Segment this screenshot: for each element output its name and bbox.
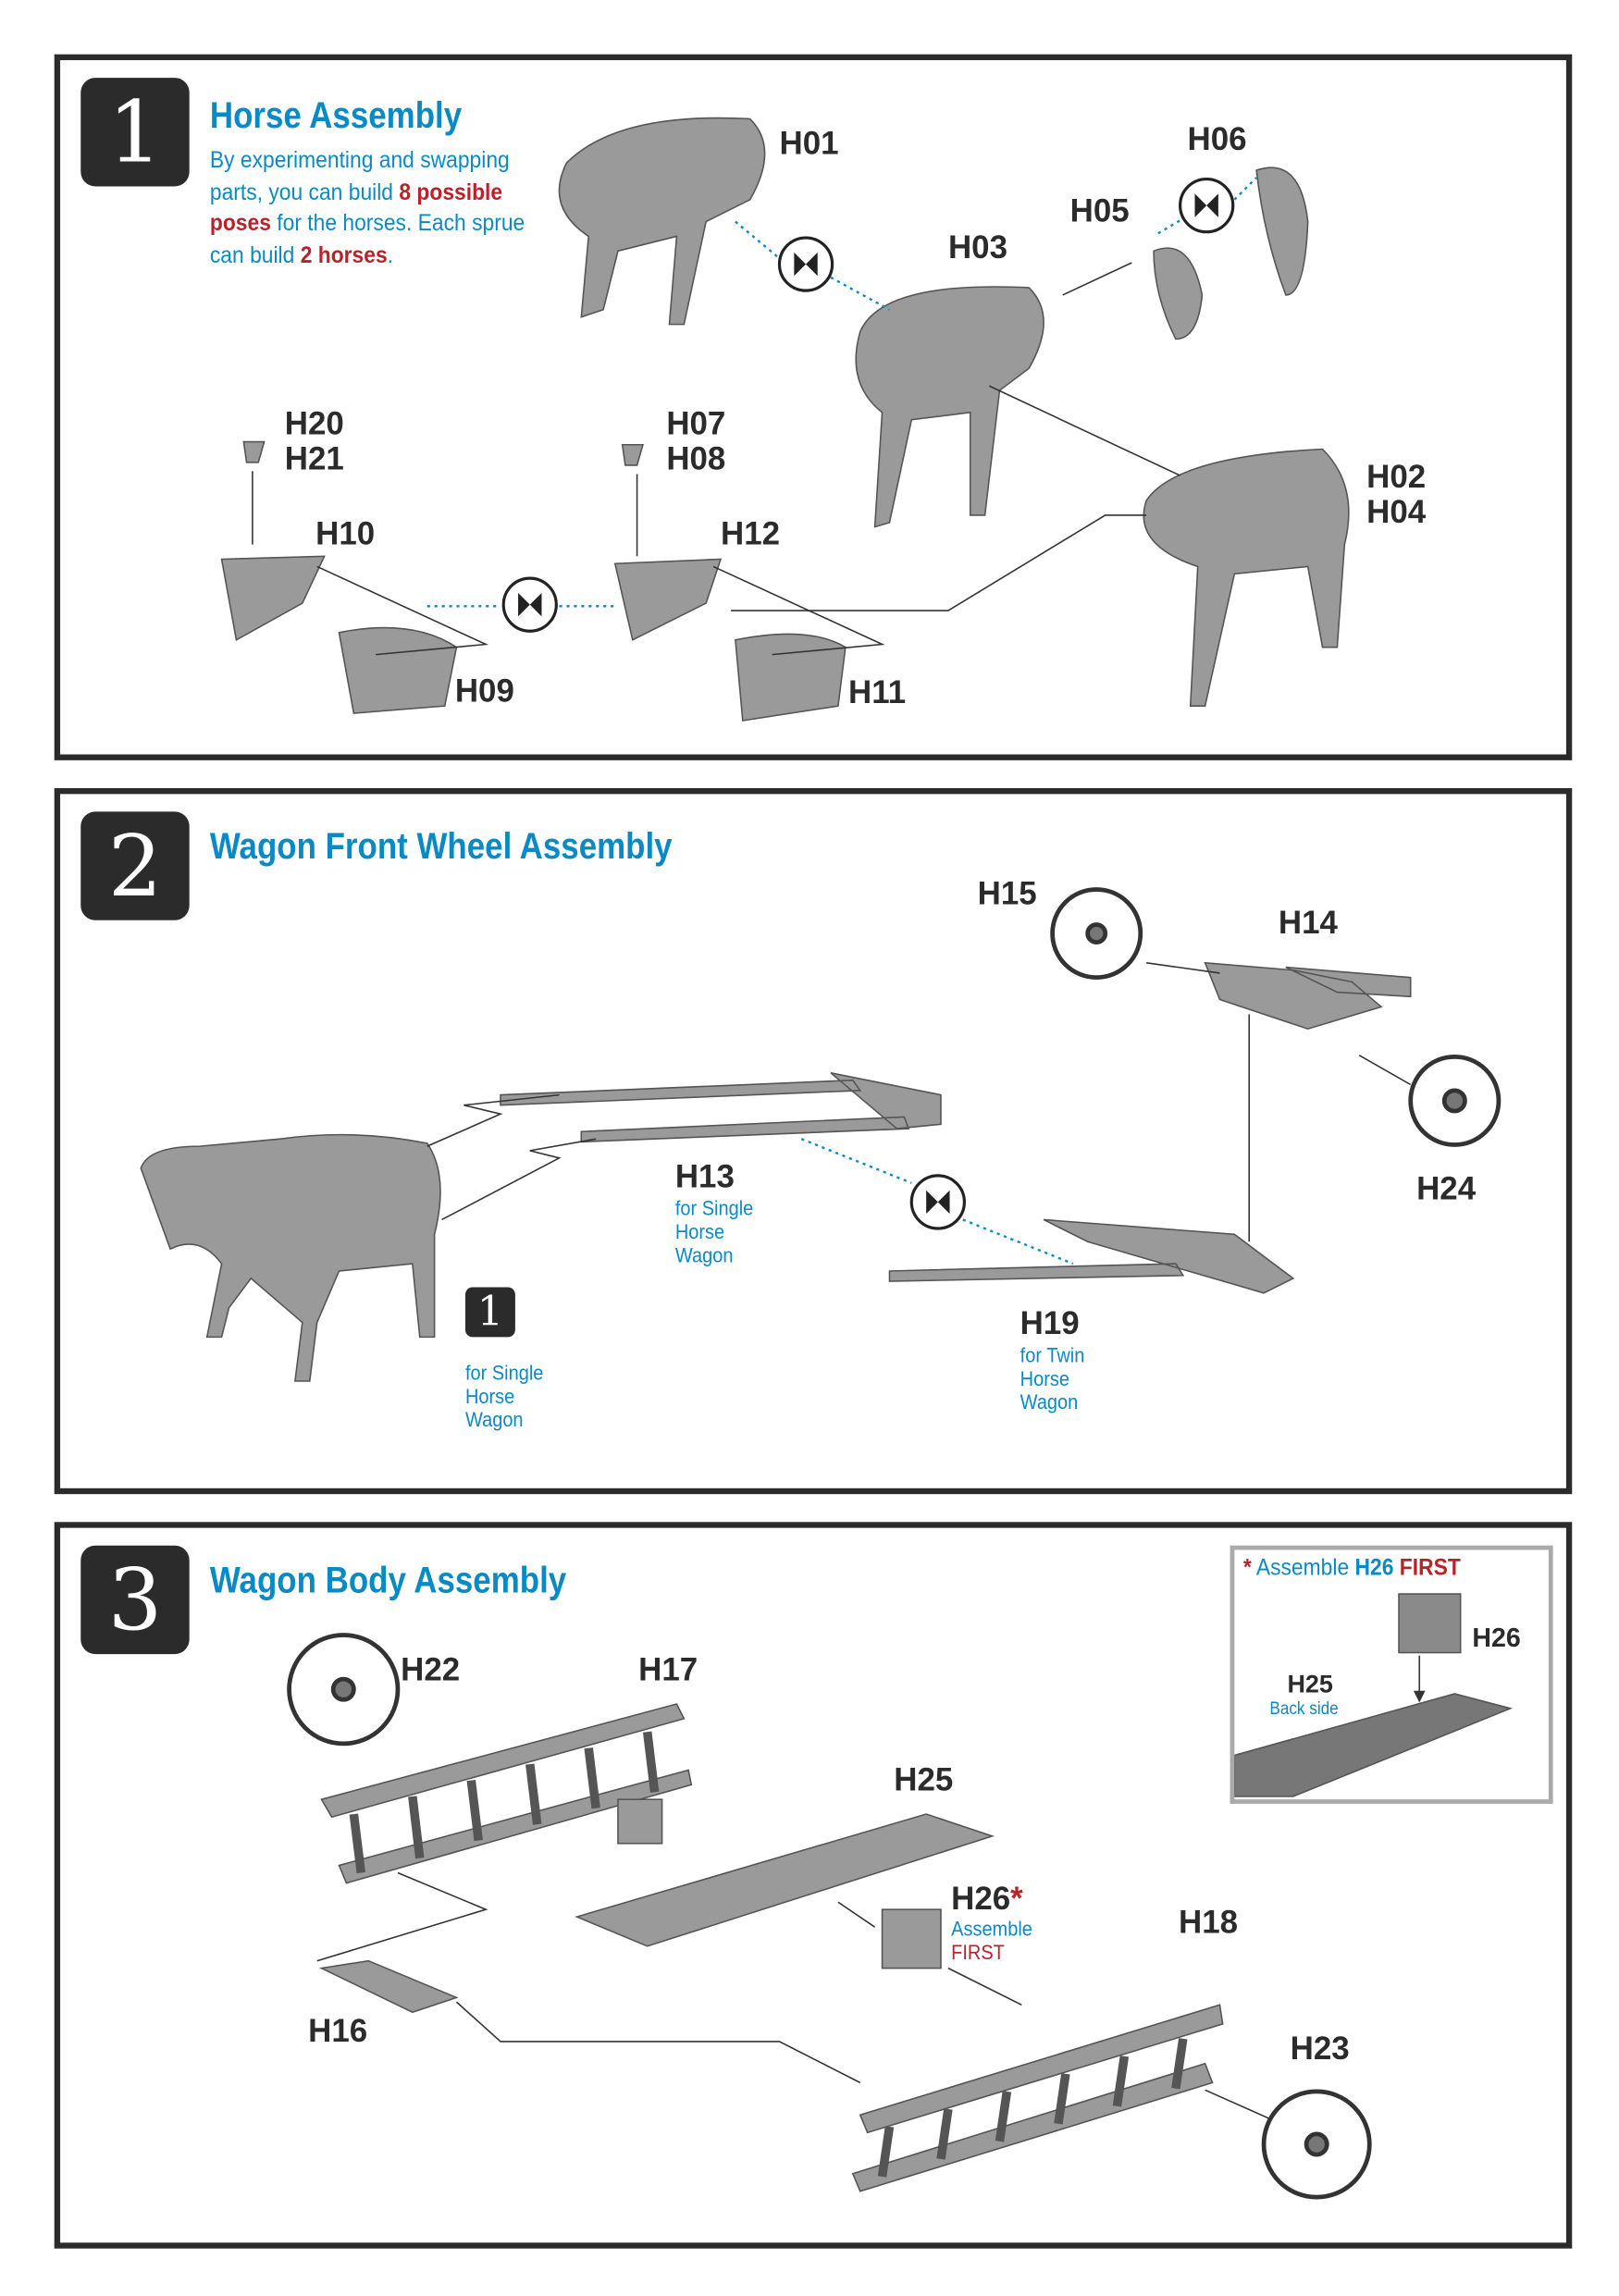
inset-caption: * Assemble H26 FIRST [1242,1555,1461,1581]
assembled-horse [140,1133,441,1382]
note-h13: for Single Horse Wagon [674,1196,754,1267]
inset-label-h25: H25 [1287,1670,1333,1698]
side-rail-part [851,2004,1224,2192]
part-label-h20: H20 [284,404,344,442]
part-label-h11: H11 [848,673,907,710]
step-2-panel: 2 Wagon Front Wheel Assembly H15 H14 H24… [54,788,1573,1495]
part-label-h01: H01 [779,124,839,162]
part-label-h09: H09 [454,672,514,710]
assemble-first-inset: * Assemble H26 FIRST H26 H25 Back side [1230,1545,1553,1804]
tail-part [1153,247,1204,340]
shaft-part [500,1072,942,1143]
part-label-h26: H26* [951,1880,1023,1918]
step-title: Wagon Body Assembly [209,1560,567,1601]
step-reference-badge: 1 [464,1287,515,1338]
part-label-h04: H04 [1366,493,1427,530]
part-label-h24: H24 [1416,1169,1477,1207]
part-label-h17: H17 [638,1650,698,1688]
part-label-h15: H15 [977,874,1037,912]
part-label-h13: H13 [674,1157,735,1195]
horse-body-part [1143,448,1350,707]
step-description: By experimenting and swapping parts, you… [209,148,525,268]
front-wheel-assembly-diagram [140,887,1502,1382]
step-title: Horse Assembly [209,95,463,137]
part-label-h03: H03 [947,228,1007,266]
part-label-h18: H18 [1179,1903,1239,1941]
part-label-h16: H16 [308,2012,368,2049]
front-axle-part [888,1218,1295,1294]
horse-assembly-diagram [220,117,1350,722]
bracket-part [881,1908,942,1969]
wheel [1050,887,1502,1147]
part-label-h10: H10 [315,514,376,552]
part-label-h02: H02 [1366,458,1427,495]
part-label-h19: H19 [1020,1304,1080,1342]
inset-note-back-side: Back side [1269,1697,1339,1719]
part-label-h06: H06 [1187,120,1247,157]
note-h26-assemble: Assemble [951,1917,1032,1941]
step-title: Wagon Front Wheel Assembly [209,826,673,868]
wagon-body-assembly-diagram [287,1633,1372,2200]
tail-part [1255,167,1309,296]
wheel [287,1633,1372,2200]
note-h19: for Twin Horse Wagon [1020,1342,1085,1413]
swap-assembly-icon [909,1174,966,1230]
part-label-h22: H22 [401,1650,461,1688]
horse-body-part [558,117,766,326]
part-label-h05: H05 [1069,191,1130,229]
floor-part [575,1813,995,1947]
part-label-h14: H14 [1278,904,1338,942]
step-number: 2 [80,811,190,920]
head-part [220,555,326,641]
bracket-part [617,1798,663,1845]
part-label-h12: H12 [721,514,781,552]
horse-body-part [855,286,1044,528]
front-axle-part [1204,961,1412,1031]
part-label-h21: H21 [284,439,344,477]
inset-label-h26: H26 [1472,1623,1521,1653]
part-label-h25: H25 [894,1760,954,1798]
step-number: 1 [80,78,190,187]
part-label-h08: H08 [666,439,726,477]
step-number: 3 [80,1545,190,1655]
head-part [613,558,723,641]
part-label-h07: H07 [666,404,726,442]
ear-part [242,440,266,463]
inset-diagram [1234,1593,1514,1797]
note-h26-first: FIRST [951,1940,1005,1964]
step-1-panel: 1 Horse Assembly By experimenting and sw… [54,54,1573,760]
head-part [735,633,847,722]
part-label-h23: H23 [1290,2030,1350,2067]
small-board-part [318,1959,459,2014]
ear-part [621,443,644,466]
note-step1: for Single Horse Wagon [464,1360,544,1431]
step-3-panel: 3 Wagon Body Assembly H22 H17 H25 H26* A… [54,1522,1573,2249]
head-part [338,626,458,714]
